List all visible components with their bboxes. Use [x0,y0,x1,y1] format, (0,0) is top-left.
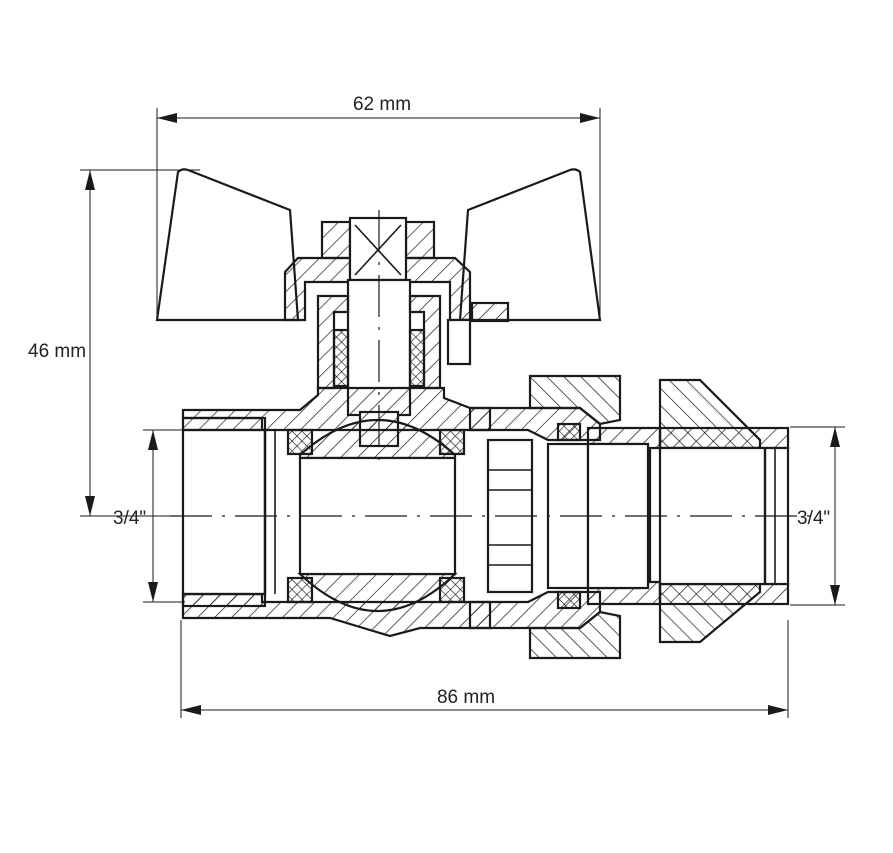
dimension-total-length: 86 mm [180,620,789,718]
dimension-label-height: 46 mm [28,341,86,362]
dimension-height: 46 mm [28,169,200,517]
valve-body [181,386,492,638]
dimension-label-handle-width: 62 mm [353,94,411,115]
ball [286,418,466,613]
dimension-outlet-thread: 3/4" [790,426,845,606]
butterfly-handle [155,168,602,366]
center-axes [170,210,820,517]
stem-nut [320,216,436,282]
dimension-inlet-thread: 3/4" [113,429,185,603]
dimension-label-inlet-thread: 3/4" [113,508,146,529]
dimension-label-outlet-thread: 3/4" [797,508,830,529]
dimension-handle-width: 62 mm [156,94,601,320]
dimension-label-total-length: 86 mm [437,687,495,708]
